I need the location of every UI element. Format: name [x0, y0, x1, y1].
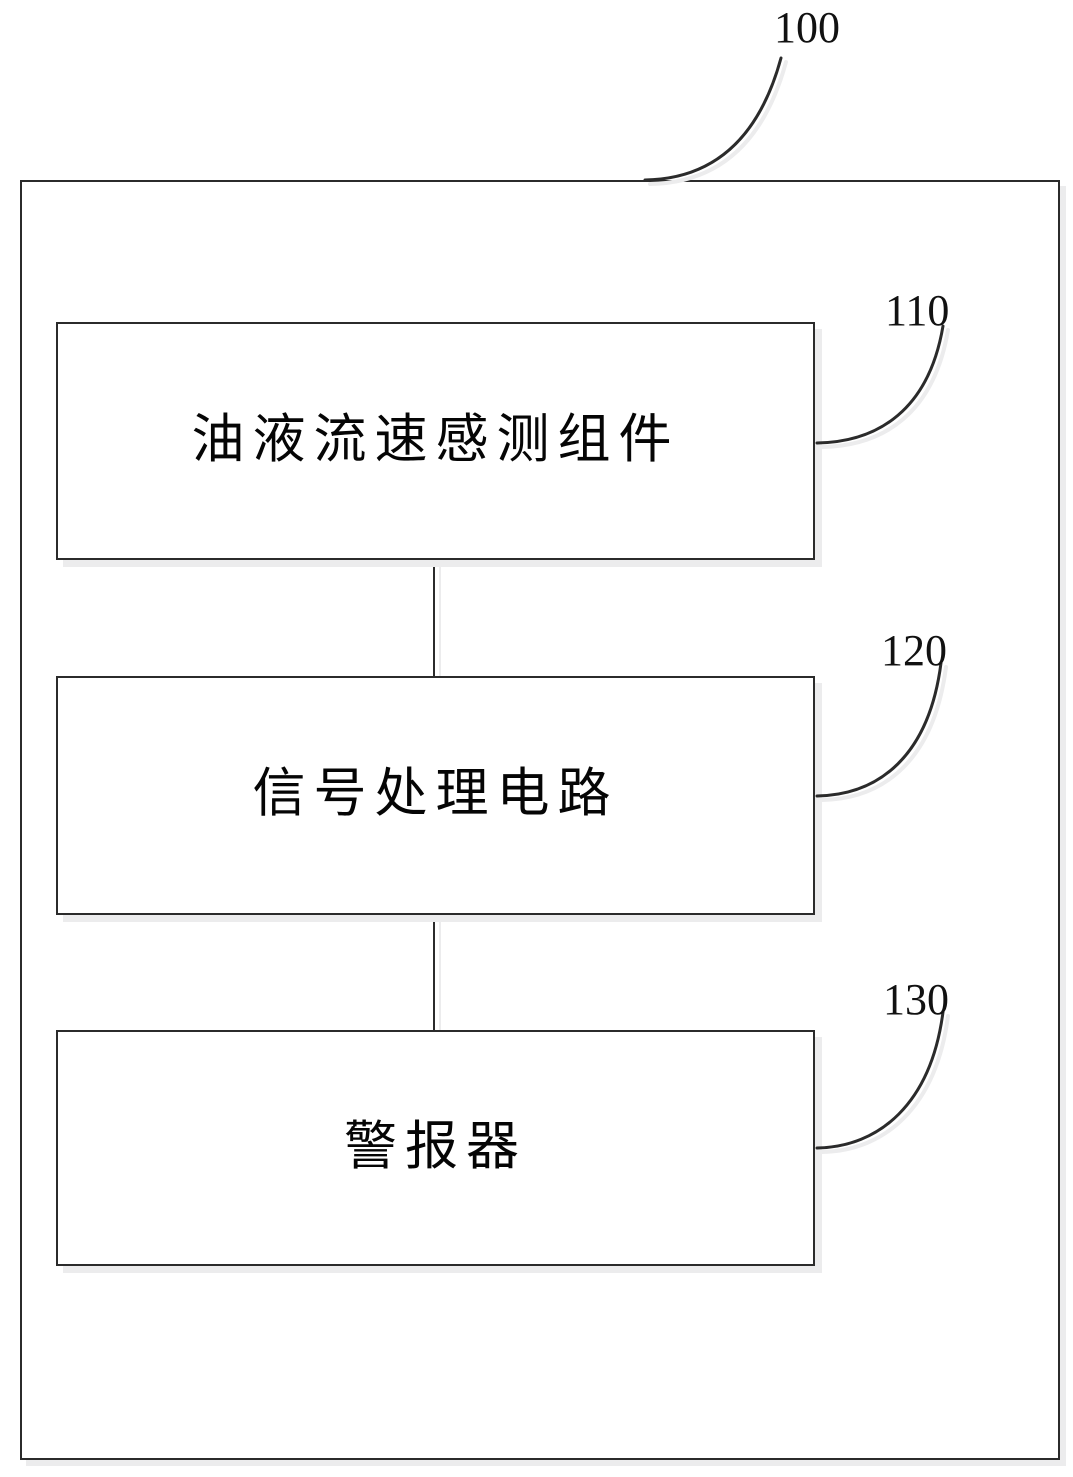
block-alarm: 警报器: [56, 1030, 815, 1266]
reference-numeral-110: 110: [885, 286, 950, 335]
connector-sensor-to-circuit: [433, 558, 435, 678]
block-signal-processing-circuit: 信号处理电路: [56, 676, 815, 915]
block-oil-flow-sensing-component: 油液流速感测组件: [56, 322, 815, 560]
leader-line-100: [643, 56, 783, 182]
block-label-120: 信号处理电路: [252, 763, 619, 824]
reference-numeral-120: 120: [881, 626, 947, 675]
block-label-110: 油液流速感测组件: [191, 408, 680, 470]
reference-numeral-130: 130: [883, 975, 949, 1024]
reference-numeral-100: 100: [774, 3, 840, 52]
connector-circuit-to-alarm: [433, 913, 435, 1032]
leader-shadow-100: [648, 60, 788, 186]
block-label-130: 警报器: [344, 1115, 527, 1177]
